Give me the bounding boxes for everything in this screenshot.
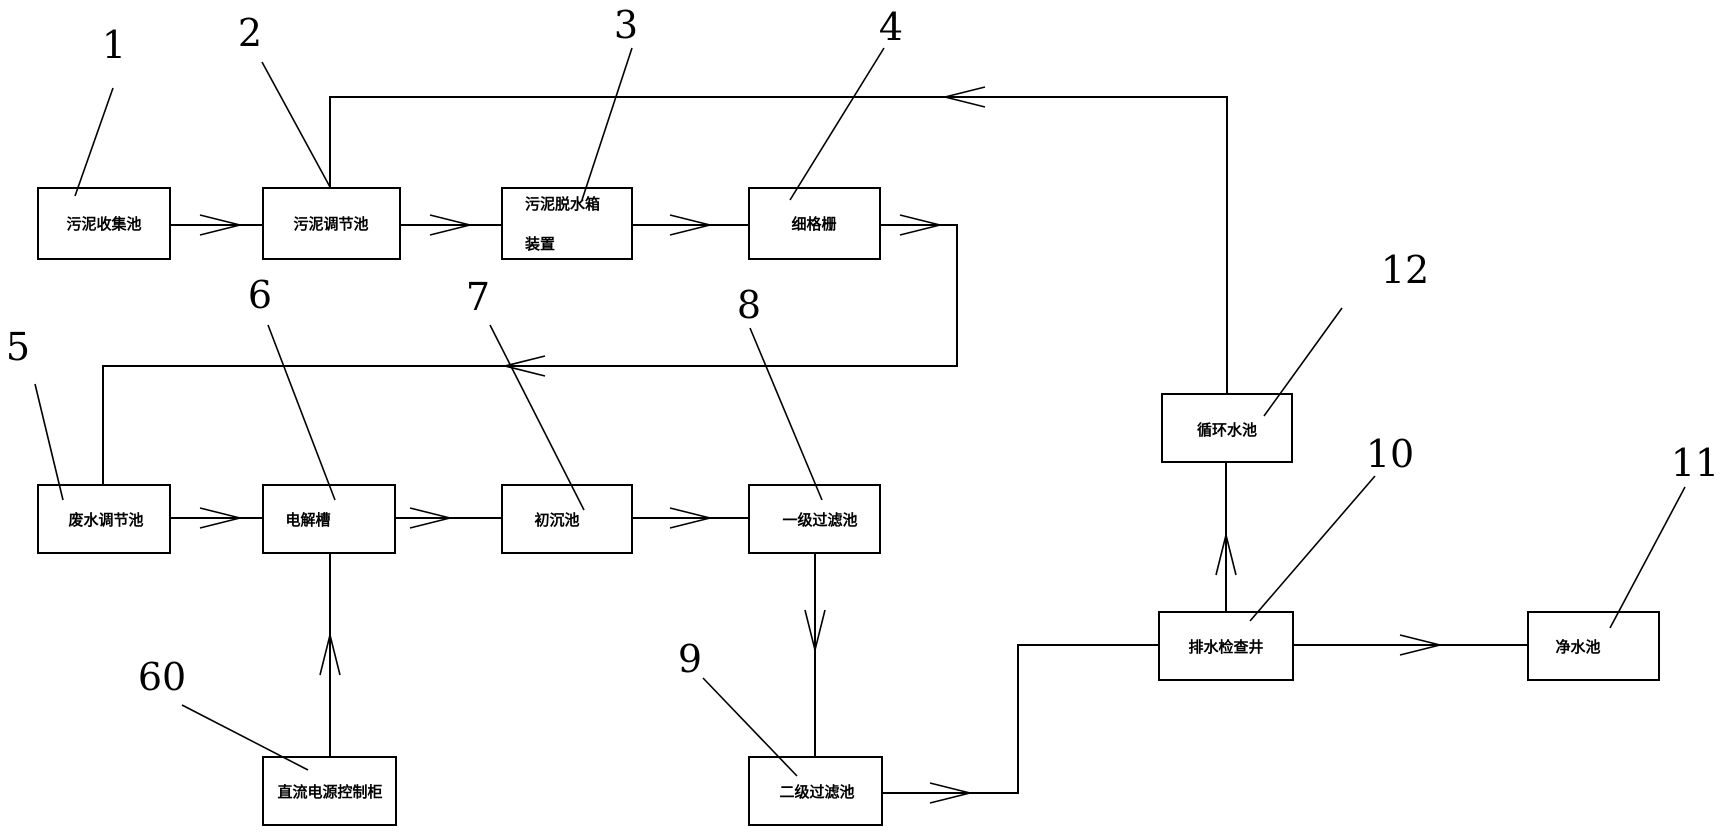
- arrowheads: [199, 86, 1441, 804]
- box-7-label: 初沉池: [534, 511, 579, 529]
- box-sludge-regulating-tank: 污泥调节池: [262, 187, 401, 260]
- box-wastewater-regulating-tank: 废水调节池: [37, 484, 171, 554]
- leader-60: [181, 704, 309, 771]
- callout-9: 9: [678, 637, 702, 681]
- box-3-label-line2: 装置: [524, 235, 555, 253]
- leader-7: [489, 324, 585, 511]
- box-4-label: 细格栅: [791, 215, 836, 233]
- arrow-4-out: [899, 214, 941, 236]
- box-12-label: 循环水池: [1197, 421, 1257, 439]
- arrow-6-to-7: [409, 507, 451, 529]
- box-primary-filter-tank: 一级过滤池: [748, 484, 881, 554]
- box-3-label-line1: 污泥脱水箱: [525, 195, 600, 213]
- callout-1: 1: [102, 23, 126, 67]
- callout-5: 5: [6, 325, 30, 369]
- box-2-label: 污泥调节池: [293, 215, 368, 233]
- arrow-top-return: [944, 86, 986, 108]
- process-boxes: 污泥收集池 污泥调节池 污泥脱水箱 装置 细格栅 废水调节池 电解槽 初沉池: [37, 187, 1660, 826]
- callout-leaders: [34, 47, 1686, 777]
- flow-9-to-10: [882, 644, 1159, 794]
- box-60-label: 直流电源控制柜: [277, 783, 382, 801]
- arrow-7-to-8: [669, 507, 711, 529]
- callout-60: 60: [138, 655, 186, 699]
- leader-3: [581, 47, 633, 201]
- callout-3: 3: [614, 3, 638, 47]
- leader-5: [34, 383, 64, 501]
- arrow-8-to-9: [804, 609, 826, 651]
- callout-2: 2: [238, 11, 262, 55]
- box-11-label: 净水池: [1555, 638, 1600, 656]
- leader-12: [1263, 307, 1343, 417]
- box-circulating-water-tank: 循环水池: [1161, 393, 1293, 463]
- flow-lines: [102, 96, 1528, 794]
- arrow-10-to-11: [1399, 634, 1441, 656]
- arrow-5-to-6: [199, 507, 241, 529]
- arrow-1-to-2: [199, 214, 241, 236]
- box-drainage-inspection-well: 排水检查井: [1158, 611, 1294, 681]
- callout-10: 10: [1366, 432, 1414, 476]
- callout-7: 7: [466, 275, 490, 319]
- leader-1: [74, 87, 114, 197]
- arrow-60-to-6: [319, 634, 341, 676]
- box-dc-power-control-cabinet: 直流电源控制柜: [262, 756, 397, 826]
- box-primary-settling-tank: 初沉池: [501, 484, 633, 554]
- callout-6: 6: [248, 273, 272, 317]
- box-clean-water-tank: 净水池: [1527, 611, 1660, 681]
- box-5-label: 废水调节池: [68, 511, 143, 529]
- box-electrolytic-cell: 电解槽: [262, 484, 396, 554]
- box-9-label: 二级过滤池: [779, 783, 854, 801]
- flow-4-to-5: [102, 224, 958, 485]
- leader-9: [702, 677, 798, 777]
- arrow-2-to-3: [429, 214, 471, 236]
- leader-8: [749, 327, 823, 501]
- leader-10: [1249, 475, 1376, 622]
- arrow-3-to-4: [669, 214, 711, 236]
- leader-11: [1609, 486, 1686, 629]
- leader-4: [789, 47, 885, 201]
- callout-12: 12: [1381, 248, 1429, 292]
- box-6-label: 电解槽: [285, 511, 330, 529]
- callout-numbers: 1 2 3 4 5 6 7 8 9 10 11 12 60: [6, 3, 1719, 699]
- box-sludge-dewatering-device: 污泥脱水箱 装置: [501, 187, 633, 260]
- box-sludge-collection-tank: 污泥收集池: [37, 187, 171, 260]
- arrow-10-to-12: [1215, 534, 1237, 576]
- box-8-label: 一级过滤池: [782, 511, 857, 529]
- leader-6: [267, 324, 336, 501]
- callout-8: 8: [737, 283, 761, 327]
- callout-11: 11: [1671, 441, 1719, 485]
- box-10-label: 排水检查井: [1188, 638, 1263, 656]
- box-fine-screen: 细格栅: [748, 187, 881, 260]
- arrow-middle-return: [504, 355, 546, 377]
- box-secondary-filter-tank: 二级过滤池: [748, 756, 883, 826]
- leader-2: [261, 61, 331, 188]
- callout-4: 4: [879, 5, 903, 49]
- flow-12-to-2: [329, 96, 1228, 428]
- arrow-9-to-10: [929, 782, 971, 804]
- box-1-label: 污泥收集池: [66, 215, 141, 233]
